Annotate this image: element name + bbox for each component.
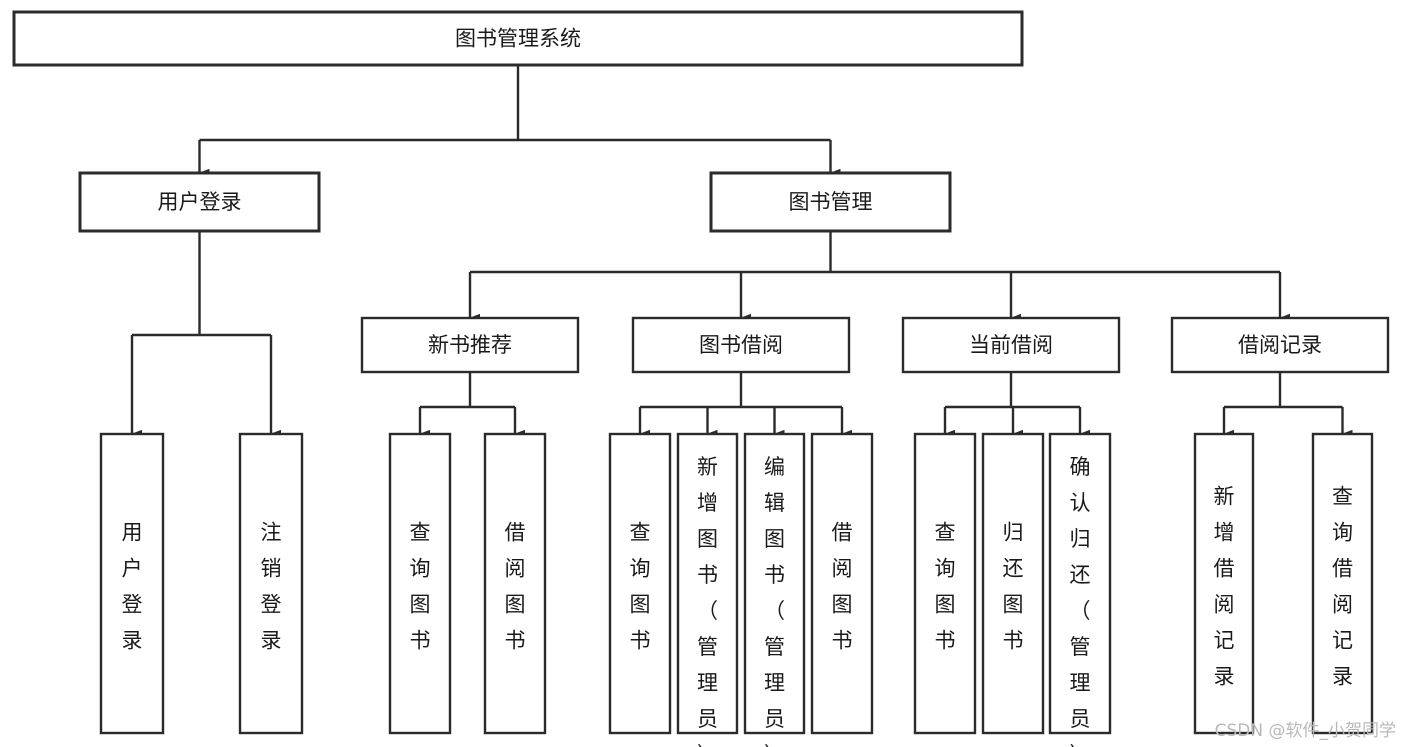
leaf-node-归还图书-rect xyxy=(981,432,1045,735)
level2-node-借阅记录-rect xyxy=(1170,316,1390,374)
leaf-node-新增借阅记录-rect xyxy=(1193,432,1255,735)
level2-node-当前借阅[interactable]: 当前借阅 xyxy=(901,316,1121,374)
leaf-node-注销登录[interactable]: 注销登录 xyxy=(238,432,304,735)
leaf-node-查询图书[interactable]: 查询图书 xyxy=(608,432,672,735)
leaf-node-查询图书-label: 查询图书 xyxy=(935,521,956,653)
leaf-node-新增图书（管理员）[interactable]: 新增图书（管理员） xyxy=(676,432,739,747)
leaf-node-注销登录-rect xyxy=(238,432,304,735)
level2-node-新书推荐-label: 新书推荐 xyxy=(428,333,512,357)
level2-node-当前借阅-rect xyxy=(901,316,1121,374)
level2-node-图书借阅-rect xyxy=(631,316,851,374)
watermark-label: CSDN @软件_小贺同学 xyxy=(1215,721,1396,741)
leaf-node-确认归还（管理员）[interactable]: 确认归还（管理员） xyxy=(1048,432,1112,747)
leaf-node-查询图书-rect xyxy=(913,432,977,735)
leaf-node-新增借阅记录[interactable]: 新增借阅记录 xyxy=(1193,432,1255,735)
level2-node-新书推荐[interactable]: 新书推荐 xyxy=(360,316,580,374)
level2-node-图书借阅-label: 图书借阅 xyxy=(699,333,783,357)
level2-node-当前借阅-label: 当前借阅 xyxy=(969,333,1053,357)
leaf-node-查询图书[interactable]: 查询图书 xyxy=(388,432,452,735)
root-node-图书管理系统-rect xyxy=(12,10,1024,67)
level2-node-借阅记录-label: 借阅记录 xyxy=(1238,333,1322,357)
connector-edges xyxy=(130,65,1353,439)
leaf-node-借阅图书-rect xyxy=(483,432,547,735)
leaf-node-借阅图书-rect xyxy=(810,432,874,735)
leaf-node-查询借阅记录-rect xyxy=(1311,432,1374,735)
level2-node-新书推荐-rect xyxy=(360,316,580,374)
level1-node-用户登录-rect xyxy=(78,171,321,233)
leaf-node-借阅图书-label: 借阅图书 xyxy=(832,521,853,653)
leaf-node-用户登录-label: 用户登录 xyxy=(122,521,143,653)
leaf-node-归还图书[interactable]: 归还图书 xyxy=(981,432,1045,735)
leaf-node-查询图书-rect xyxy=(608,432,672,735)
leaf-node-查询借阅记录-label: 查询借阅记录 xyxy=(1332,485,1353,689)
root-node-图书管理系统-label: 图书管理系统 xyxy=(455,27,581,51)
leaf-node-借阅图书-label: 借阅图书 xyxy=(505,521,526,653)
leaf-node-编辑图书（管理员）-rect xyxy=(743,432,806,735)
leaf-node-新增借阅记录-label: 新增借阅记录 xyxy=(1214,485,1235,689)
root-node-图书管理系统[interactable]: 图书管理系统 xyxy=(12,10,1024,67)
level1-node-图书管理[interactable]: 图书管理 xyxy=(709,171,952,233)
level2-node-图书借阅[interactable]: 图书借阅 xyxy=(631,316,851,374)
leaf-node-确认归还（管理员）-label: 确认归还（管理员） xyxy=(1070,455,1091,747)
level1-node-用户登录[interactable]: 用户登录 xyxy=(78,171,321,233)
leaf-node-用户登录-rect xyxy=(99,432,165,735)
level1-node-用户登录-label: 用户登录 xyxy=(158,190,242,214)
leaf-node-新增图书（管理员）-rect xyxy=(676,432,739,735)
leaf-node-新增图书（管理员）-label: 新增图书（管理员） xyxy=(697,455,718,747)
leaf-node-用户登录[interactable]: 用户登录 xyxy=(99,432,165,735)
node-boxes: 图书管理系统用户登录图书管理新书推荐图书借阅当前借阅借阅记录用户登录注销登录查询… xyxy=(12,10,1390,747)
leaf-node-借阅图书[interactable]: 借阅图书 xyxy=(483,432,547,735)
leaf-node-借阅图书[interactable]: 借阅图书 xyxy=(810,432,874,735)
leaf-node-确认归还（管理员）-rect xyxy=(1048,432,1112,735)
leaf-node-编辑图书（管理员）[interactable]: 编辑图书（管理员） xyxy=(743,432,806,747)
leaf-node-查询借阅记录[interactable]: 查询借阅记录 xyxy=(1311,432,1374,735)
level1-node-图书管理-rect xyxy=(709,171,952,233)
leaf-node-查询图书-label: 查询图书 xyxy=(410,521,431,653)
level2-node-借阅记录[interactable]: 借阅记录 xyxy=(1170,316,1390,374)
level1-node-图书管理-label: 图书管理 xyxy=(789,190,873,214)
leaf-node-归还图书-label: 归还图书 xyxy=(1003,521,1024,653)
leaf-node-查询图书[interactable]: 查询图书 xyxy=(913,432,977,735)
leaf-node-注销登录-label: 注销登录 xyxy=(261,521,282,653)
leaf-node-查询图书-label: 查询图书 xyxy=(630,521,651,653)
leaf-node-编辑图书（管理员）-label: 编辑图书（管理员） xyxy=(764,455,785,747)
leaf-node-查询图书-rect xyxy=(388,432,452,735)
